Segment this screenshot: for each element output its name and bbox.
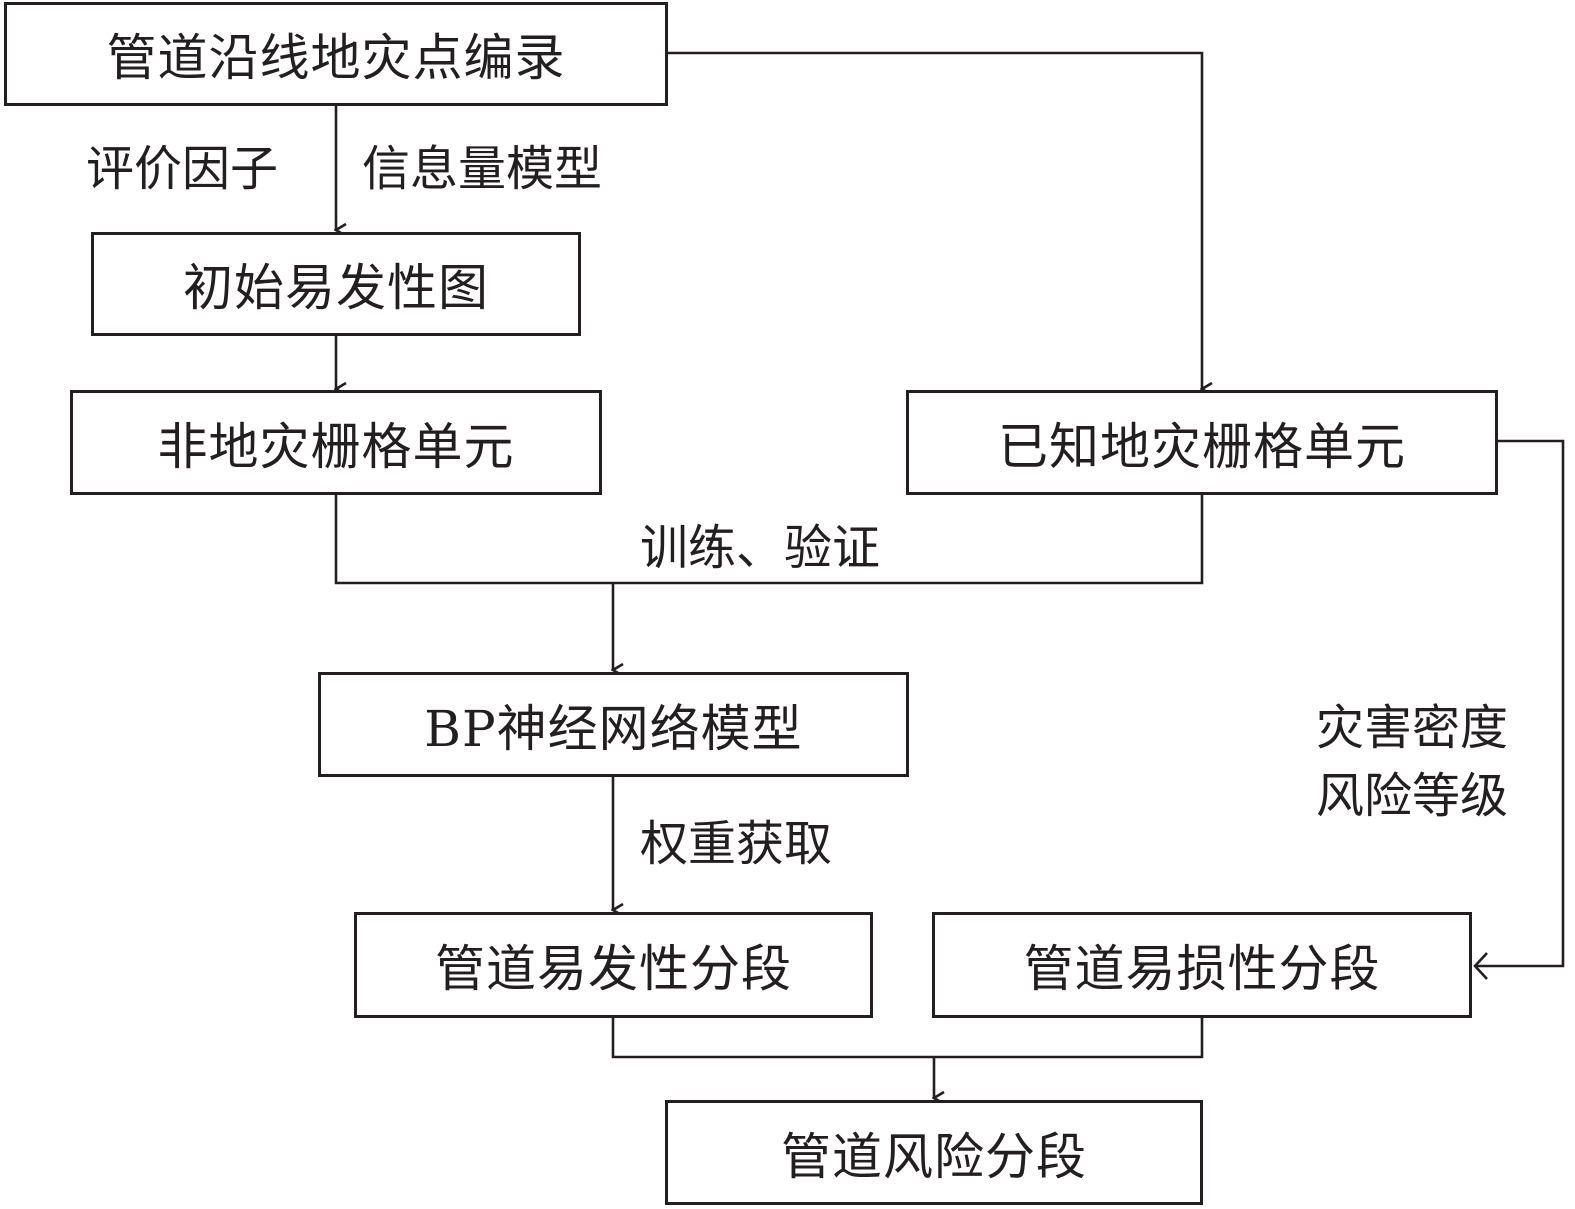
bp-model-node: BP神经网络模型: [318, 672, 909, 777]
edge-label-train-verify: 训练、验证: [640, 520, 881, 576]
arrow-known-hazard-to-vulnerability: [1475, 439, 1565, 968]
survey-node: 管道沿线地灾点编录: [4, 2, 668, 106]
line-merge-segments: [611, 1016, 1204, 1059]
risk-segment-node: 管道风险分段: [665, 1100, 1203, 1205]
susceptibility-segment-node: 管道易发性分段: [354, 912, 873, 1018]
edge-label-risk-level: 风险等级: [1316, 768, 1509, 824]
line-merge-cells: [334, 493, 1204, 585]
arrow-survey-to-known-hazard: [667, 51, 1202, 389]
initial-map-node: 初始易发性图: [91, 232, 581, 336]
arrowhead-vulnerability: [1473, 952, 1488, 980]
vulnerability-segment-node: 管道易损性分段: [932, 912, 1472, 1018]
edge-label-eval-factor: 评价因子: [86, 141, 279, 197]
known-hazard-cells-node: 已知地灾栅格单元: [906, 390, 1498, 495]
edge-label-density: 灾害密度: [1316, 700, 1509, 756]
edge-label-weight: 权重获取: [640, 816, 833, 872]
edge-label-info-model: 信息量模型: [362, 141, 603, 197]
non-hazard-cells-node: 非地灾栅格单元: [70, 390, 602, 495]
